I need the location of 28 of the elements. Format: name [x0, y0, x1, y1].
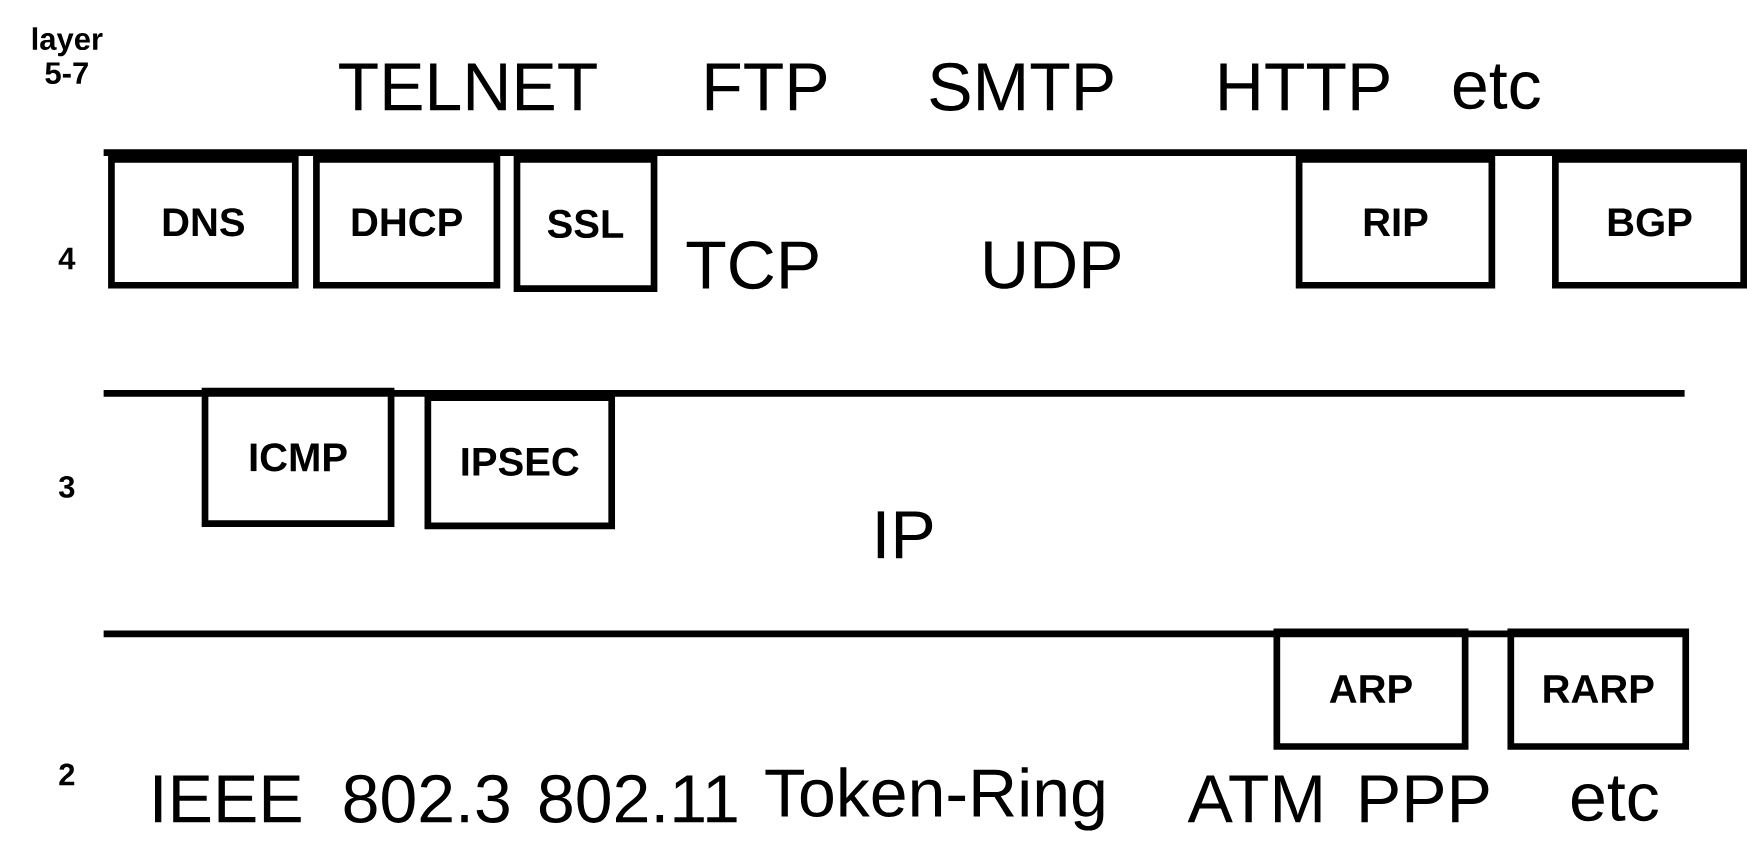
protocol-label: UDP — [985, 241, 1120, 289]
protocol-box: IPSEC — [424, 394, 616, 530]
protocol-box: ICMP — [201, 387, 395, 527]
protocol-label: IP — [877, 511, 933, 559]
protocol-label: TCP — [686, 241, 818, 290]
protocol-label: 802.11 — [539, 774, 737, 823]
protocol-label: etc — [1571, 776, 1658, 822]
protocol-label: Token-Ring — [765, 767, 1104, 831]
protocol-box: RIP — [1295, 156, 1496, 289]
protocol-box: SSL — [513, 156, 658, 292]
layer-label: 4 — [58, 247, 76, 270]
protocol-label: IEEE — [155, 775, 301, 823]
protocol-box: DNS — [108, 156, 299, 289]
protocol-box: RARP — [1507, 628, 1690, 750]
layer-label: layer 5-7 — [32, 27, 103, 85]
protocol-label: 802.3 — [344, 774, 509, 823]
layer-label: 3 — [58, 475, 75, 498]
protocol-label: SMTP — [930, 62, 1113, 111]
protocol-label: HTTP — [1220, 63, 1389, 111]
protocol-label: FTP — [706, 63, 827, 111]
protocol-box: BGP — [1552, 156, 1747, 289]
protocol-label: etc — [1453, 64, 1540, 110]
protocol-label: PPP — [1361, 775, 1489, 823]
protocol-label: TELNET — [339, 63, 597, 111]
protocol-box: ARP — [1273, 628, 1469, 750]
protocol-box: DHCP — [313, 156, 501, 289]
layer-label: 2 — [59, 763, 75, 786]
protocol-label: ATM — [1187, 775, 1321, 823]
